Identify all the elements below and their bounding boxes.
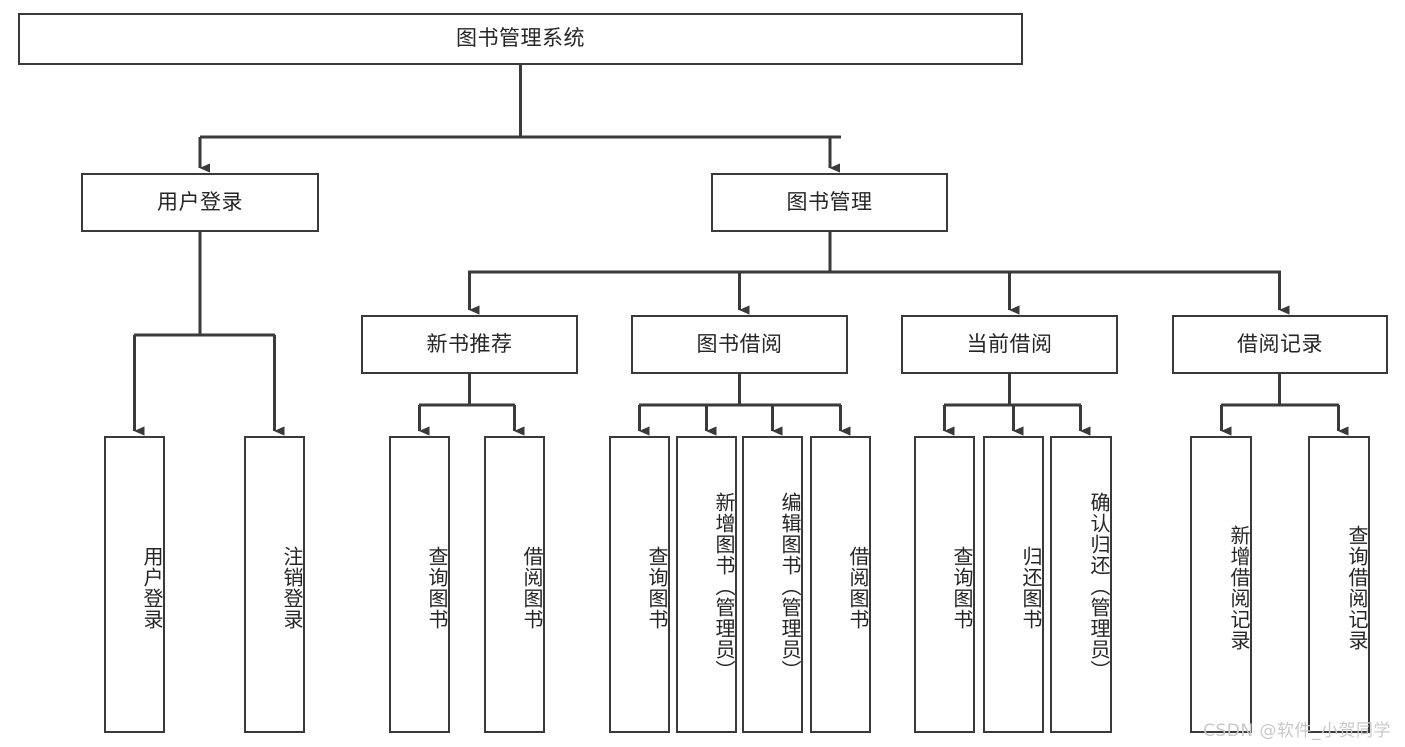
node-book-management-system[interactable]: 图书管理系统	[18, 13, 1023, 65]
node-new-book-recommendation[interactable]: 新书推荐	[361, 315, 578, 374]
node-label: 查询借阅记录	[1345, 524, 1369, 651]
node-label: 图书借阅	[696, 331, 783, 356]
leaf-logout[interactable]: 注销登录	[244, 436, 305, 733]
csdn-watermark: CSDN @软件_小贺同学	[1203, 721, 1391, 741]
node-label: 当前借阅	[966, 331, 1053, 356]
leaf-edit-book-admin[interactable]: 编辑图书（管理员）	[742, 436, 803, 733]
node-label: 用户登录	[140, 545, 164, 630]
node-label: 用户登录	[157, 189, 243, 214]
node-label: 查询图书	[425, 545, 449, 630]
leaf-borrow-books[interactable]: 借阅图书	[810, 436, 871, 733]
leaf-query-books-borrowing[interactable]: 查询图书	[609, 436, 670, 733]
node-label: 查询图书	[645, 545, 669, 630]
leaf-query-books-current[interactable]: 查询图书	[914, 436, 975, 733]
node-book-borrowing[interactable]: 图书借阅	[631, 315, 848, 374]
leaf-borrow-books-recommendation[interactable]: 借阅图书	[484, 436, 545, 733]
node-label: 新书推荐	[426, 331, 513, 356]
node-label: 确认归还（管理员）	[1087, 492, 1111, 681]
node-label: 编辑图书（管理员）	[778, 492, 802, 681]
node-user-login[interactable]: 用户登录	[81, 173, 319, 232]
leaf-query-books-recommendation[interactable]: 查询图书	[389, 436, 450, 733]
leaf-confirm-return-admin[interactable]: 确认归还（管理员）	[1050, 436, 1112, 733]
node-book-management[interactable]: 图书管理	[711, 173, 948, 232]
node-label: 借阅记录	[1237, 331, 1323, 356]
node-label: 归还图书	[1019, 545, 1043, 630]
node-label: 图书管理系统	[456, 26, 585, 51]
node-label: 新增借阅记录	[1227, 524, 1251, 651]
node-label: 借阅图书	[846, 545, 870, 630]
leaf-add-book-admin[interactable]: 新增图书（管理员）	[676, 436, 737, 733]
node-label: 注销登录	[280, 545, 304, 630]
node-current-borrowing[interactable]: 当前借阅	[901, 315, 1118, 374]
leaf-return-books[interactable]: 归还图书	[983, 436, 1044, 733]
node-label: 新增图书（管理员）	[712, 492, 736, 681]
node-label: 借阅图书	[520, 545, 544, 630]
node-label: 查询图书	[950, 545, 974, 630]
leaf-add-borrowing-record[interactable]: 新增借阅记录	[1190, 436, 1252, 733]
leaf-user-login[interactable]: 用户登录	[104, 436, 165, 733]
node-label: 图书管理	[786, 189, 873, 214]
node-borrowing-records[interactable]: 借阅记录	[1172, 315, 1388, 374]
leaf-query-borrowing-record[interactable]: 查询借阅记录	[1308, 436, 1370, 733]
